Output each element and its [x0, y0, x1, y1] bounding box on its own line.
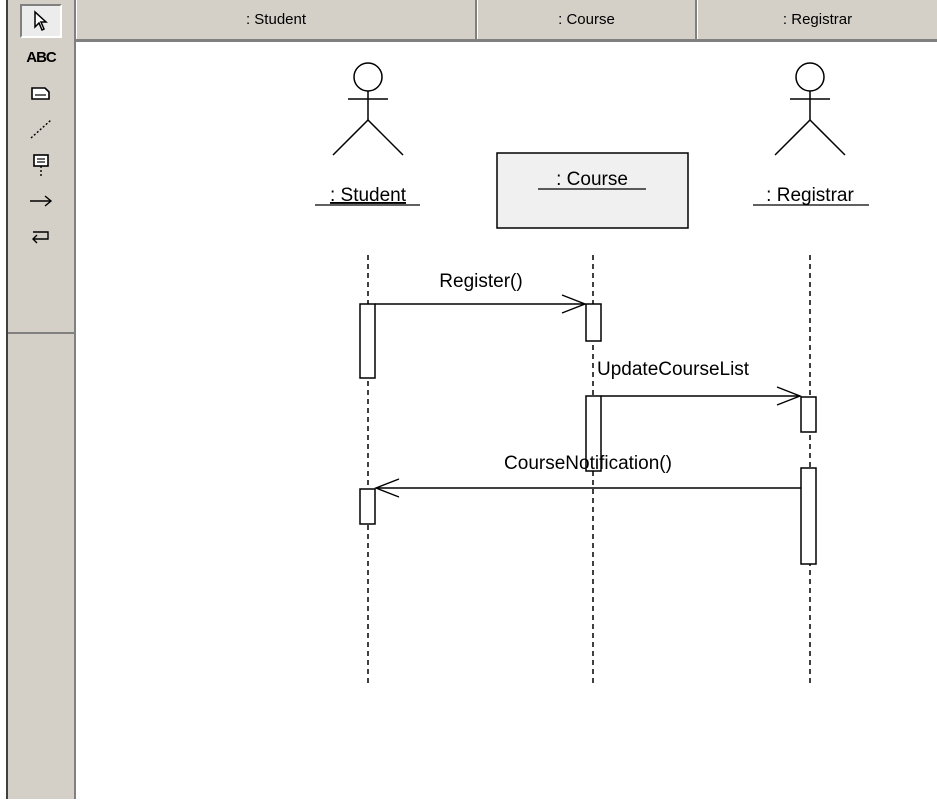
activation-student-1[interactable]: [359, 303, 376, 379]
lifeline-label-student: : Student: [330, 185, 407, 206]
lifeline-label-registrar: : Registrar: [766, 185, 854, 206]
message-update-course-list[interactable]: [601, 386, 802, 406]
sequence-diagram: : Student : Course : Registrar: [315, 62, 869, 685]
object-course-box[interactable]: [496, 152, 689, 229]
header-column-student[interactable]: : Student: [76, 0, 477, 39]
activation-registrar-1[interactable]: [800, 396, 817, 433]
header-column-course[interactable]: : Course: [477, 0, 697, 39]
actor-registrar[interactable]: [774, 62, 846, 156]
toolbox: ABC: [8, 0, 76, 799]
note-icon: [31, 87, 50, 100]
cursor-icon: [34, 10, 48, 32]
tool-text[interactable]: ABC: [20, 40, 62, 74]
anchor-line-icon: [30, 119, 52, 139]
tool-note[interactable]: [20, 76, 62, 110]
actor-student[interactable]: [332, 62, 404, 156]
tool-return-message[interactable]: [20, 220, 62, 254]
actor-registrar-head: [795, 62, 825, 92]
window-left-border: [0, 0, 8, 799]
activation-registrar-2[interactable]: [800, 467, 817, 565]
actor-student-head: [353, 62, 383, 92]
message-label-register: Register(): [439, 271, 522, 292]
activation-student-2[interactable]: [359, 488, 376, 525]
return-message-icon: [32, 231, 49, 244]
message-label-update-course-list: UpdateCourseList: [597, 359, 750, 380]
tool-message[interactable]: [20, 184, 62, 218]
header-column-registrar[interactable]: : Registrar: [697, 0, 937, 39]
tool-anchor-line[interactable]: [20, 112, 62, 146]
diagram-canvas[interactable]: : Student : Course : Registrar: [76, 42, 937, 799]
toolbox-panel: ABC: [8, 0, 74, 334]
activation-course-2[interactable]: [585, 395, 602, 472]
message-register[interactable]: [375, 294, 587, 314]
activation-course-1[interactable]: [585, 303, 602, 342]
message-course-notification[interactable]: [374, 478, 801, 498]
tool-object[interactable]: [20, 148, 62, 182]
lifeline-header-bar: : Student : Course : Registrar: [76, 0, 937, 42]
message-arrow-icon: [30, 195, 53, 207]
text-icon: ABC: [26, 48, 56, 66]
tool-select[interactable]: [20, 4, 62, 38]
object-icon: [33, 154, 49, 176]
message-label-course-notification: CourseNotification(): [504, 453, 672, 474]
lifeline-label-course: : Course: [556, 169, 628, 190]
